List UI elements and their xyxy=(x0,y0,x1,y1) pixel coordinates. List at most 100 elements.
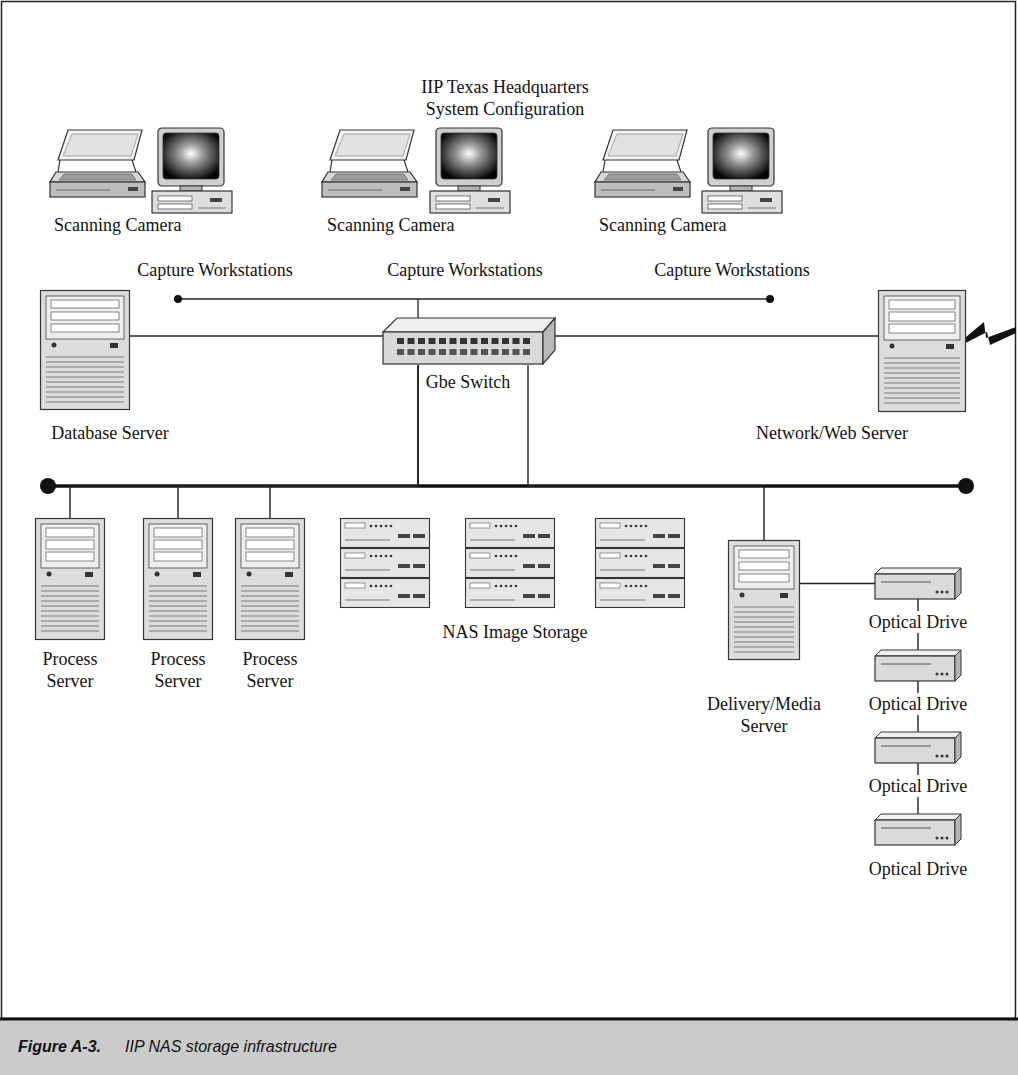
optical-drive-icon-part xyxy=(955,814,961,845)
scanner-device-icon-part xyxy=(322,182,417,197)
device-label: NAS Image Storage xyxy=(441,621,590,643)
scanner-device-icon-part xyxy=(322,172,417,182)
scanner-device-icon-part xyxy=(608,134,683,156)
server-tower-icon xyxy=(40,290,130,410)
server-tower-icon-part xyxy=(247,572,252,577)
server-tower-icon-part xyxy=(889,300,955,309)
server-tower-icon-part xyxy=(154,552,202,561)
nas-storage-icon-part xyxy=(495,585,498,588)
server-tower-icon-part xyxy=(734,642,794,643)
figure-caption: IIP NAS storage infrastructure xyxy=(125,1037,337,1057)
scanner-device-icon-part xyxy=(595,182,690,197)
workstation-device: Capture Workstations xyxy=(152,128,232,213)
server-tower-icon-part xyxy=(41,601,99,602)
server-tower-icon-part xyxy=(884,393,960,394)
nas-storage-icon-part xyxy=(470,583,490,588)
nas-storage-icon-part xyxy=(645,585,648,588)
server-tower-icon-part xyxy=(154,528,202,537)
network-switch-icon-part xyxy=(429,338,436,344)
device-label: Network/Web Server xyxy=(754,422,910,444)
nas-storage-icon-part xyxy=(600,570,645,571)
server-tower: Process Server xyxy=(143,518,213,640)
scanner-device-icon-part xyxy=(603,130,687,160)
nas-storage-icon-part xyxy=(385,585,388,588)
optical-drive: Optical Drive xyxy=(875,814,961,845)
scanner-device-icon-part xyxy=(50,172,145,182)
nas-storage-icon-part xyxy=(470,553,490,558)
server-tower-icon-part xyxy=(46,296,124,339)
nas-storage-icon-part xyxy=(345,583,365,588)
nas-storage-icon-part xyxy=(375,525,378,528)
server-tower-icon-part xyxy=(41,524,99,568)
scanner-device-icon-part xyxy=(63,134,138,156)
server-tower-icon-part xyxy=(41,586,99,587)
nas-storage-icon-part xyxy=(600,553,620,558)
server-tower-icon-part xyxy=(41,621,99,622)
workstation-device-icon xyxy=(430,128,510,213)
server-tower-icon-part xyxy=(884,403,960,404)
nas-storage-icon-part xyxy=(645,525,648,528)
scanner-device-icon-part xyxy=(58,160,60,172)
network-switch: Gbe Switch xyxy=(383,318,555,365)
network-switch-icon-part xyxy=(429,349,436,355)
workstation-device-icon-part xyxy=(180,186,202,191)
nas-storage-icon-part xyxy=(341,549,430,578)
workstation-device-icon-part xyxy=(436,196,470,201)
nas-storage-icon-part xyxy=(515,525,518,528)
workstation-device-icon-part xyxy=(458,186,480,191)
scanner-device-icon-part xyxy=(328,190,382,191)
nas-storage-icon-part xyxy=(398,564,410,568)
optical-drive-icon-part xyxy=(881,827,931,828)
workstation-device-icon-part xyxy=(730,186,752,191)
network-switch-icon-part xyxy=(450,349,457,355)
server-tower-icon-part xyxy=(884,363,960,364)
device-label: Process Server xyxy=(228,648,312,692)
server-tower-icon-part xyxy=(46,540,94,549)
optical-drive-icon-part xyxy=(955,650,961,681)
nas-storage-icon-part xyxy=(470,540,515,541)
nas-storage-icon-part xyxy=(668,534,680,538)
scanner-device-icon xyxy=(322,128,417,198)
server-tower-icon-part xyxy=(46,387,124,388)
server-tower-icon-part xyxy=(46,397,124,398)
network-switch-icon-part xyxy=(418,338,425,344)
network-switch-icon-part xyxy=(439,338,446,344)
workstation-device-icon-part xyxy=(488,198,500,202)
server-tower-icon-part xyxy=(46,402,124,403)
server-tower-icon-part xyxy=(46,552,94,561)
optical-drive-icon-part xyxy=(946,591,949,594)
network-switch-icon-part xyxy=(383,332,543,364)
optical-drive-icon-part xyxy=(875,814,961,820)
optical-drive-icon-part xyxy=(881,581,931,582)
optical-drive-icon-part xyxy=(875,732,961,738)
network-switch-icon-part xyxy=(383,318,555,332)
workstation-device-icon xyxy=(702,128,782,213)
server-tower-icon-part xyxy=(241,591,299,592)
nas-storage-icon-part xyxy=(500,555,503,558)
nas-storage-icon-part xyxy=(668,564,680,568)
workstation-device-icon-part xyxy=(163,133,219,179)
optical-drive-icon-part xyxy=(941,591,944,594)
server-tower-icon-part xyxy=(884,383,960,384)
scanner-device-icon xyxy=(50,128,145,198)
nas-storage-icon-part xyxy=(345,553,365,558)
nas-storage-icon-part xyxy=(370,525,373,528)
server-tower-icon-part xyxy=(149,616,207,617)
server-tower-icon-part xyxy=(149,626,207,627)
server-tower-icon-part xyxy=(241,631,299,632)
nas-storage-icon-part xyxy=(500,525,503,528)
server-tower-icon-part xyxy=(47,572,52,577)
optical-drive-icon xyxy=(875,650,961,681)
optical-drive-icon-part xyxy=(955,568,961,599)
network-switch-icon-part xyxy=(471,349,478,355)
server-tower-icon-part xyxy=(241,626,299,627)
server-tower-icon-part xyxy=(36,519,105,640)
server-tower-icon-part xyxy=(241,596,299,597)
nas-storage-icon-part xyxy=(510,525,513,528)
scanner-device-icon-part xyxy=(132,160,136,172)
bus-end-dot xyxy=(40,478,56,494)
nas-storage-icon-part xyxy=(630,525,633,528)
nas-storage-icon-part xyxy=(635,525,638,528)
nas-storage-icon-part xyxy=(495,555,498,558)
